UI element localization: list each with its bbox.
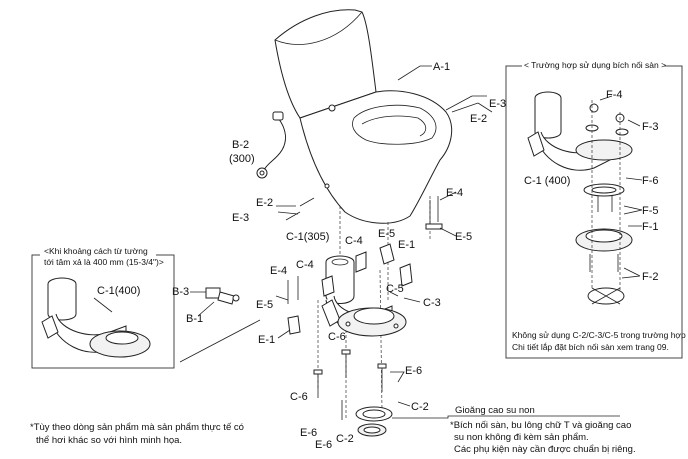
label-c6-b: C-6 — [290, 391, 308, 403]
label-b3: B-3 — [172, 286, 189, 298]
label-f6: F-6 — [642, 175, 659, 187]
label-e6-c: E-6 — [315, 439, 332, 451]
label-e1-left: E-1 — [258, 334, 275, 346]
c4-part-left — [321, 275, 335, 297]
label-c1-400-left: C-1(400) — [97, 285, 140, 297]
left-inset-line1: <Khi khoảng cách từ tường — [44, 246, 148, 256]
gasket-rings — [355, 406, 393, 437]
lower-bolts — [313, 349, 387, 420]
c5-c3-leaders — [389, 291, 421, 303]
right-inset-note2: Chi tiết lắp đặt bích nối sàn xem trang … — [512, 342, 669, 352]
left-inset — [31, 246, 175, 369]
label-c1-400-right: C-1 (400) — [524, 175, 570, 187]
right-inset-title: < Trường hợp sử dụng bích nối sàn > — [524, 60, 666, 70]
label-e3-top: E-3 — [489, 98, 506, 110]
label-b2-length: (300) — [229, 153, 255, 165]
gasket-note-title: Gioăng cao su non — [455, 405, 535, 416]
right-inset — [505, 58, 683, 359]
label-b1: B-1 — [186, 313, 203, 325]
label-f4: F-4 — [606, 89, 623, 101]
label-a1: A-1 — [433, 61, 450, 73]
label-e4-left: E-4 — [270, 265, 287, 277]
label-f2: F-2 — [642, 271, 659, 283]
label-e5-mid: E-5 — [378, 228, 395, 240]
label-f3: F-3 — [642, 121, 659, 133]
top-screws — [445, 95, 479, 113]
label-e6-b: E-6 — [300, 427, 317, 439]
flexible-hose — [256, 111, 286, 179]
label-f1: F-1 — [642, 221, 659, 233]
mid-bracket — [379, 243, 395, 265]
gasket-note-line3: Các phụ kiện này cần được chuẩn bị riêng… — [454, 444, 636, 454]
flange-adapter-parts — [575, 103, 633, 305]
floor-flange-main — [337, 307, 407, 337]
toilet-body — [274, 9, 453, 224]
label-c5: C-5 — [386, 283, 404, 295]
label-e5-left: E-5 — [256, 299, 273, 311]
gasket-leader — [392, 415, 620, 419]
valve-pointer-line — [179, 319, 261, 363]
label-c2-b: C-2 — [336, 433, 354, 445]
label-c4-a: C-4 — [296, 259, 314, 271]
label-c4-b: C-4 — [345, 235, 363, 247]
gasket-note-line2: su non không đi kèm sản phẩm. — [454, 432, 589, 443]
right-inset-note1: Không sử dụng C-2/C-3/C-5 trong trường h… — [512, 330, 688, 340]
label-b2: B-2 — [232, 139, 249, 151]
label-f5: F-5 — [642, 205, 659, 217]
label-e5-right: E-5 — [455, 231, 472, 243]
label-c1-305: C-1(305) — [286, 231, 329, 243]
c4-part-top — [355, 251, 367, 273]
label-e2-left: E-2 — [256, 197, 273, 209]
gasket-note-line1: *Bích nối sàn, bu lông chữ T và gioăng c… — [450, 420, 631, 431]
label-c3: C-3 — [423, 297, 441, 309]
pipe-400-right — [527, 91, 611, 171]
label-c6-a: C-6 — [328, 331, 346, 343]
pipe-400-left — [41, 277, 151, 358]
label-c2-a: C-2 — [411, 401, 429, 413]
left-screws — [276, 197, 315, 215]
right-bolts — [425, 196, 443, 230]
footnote-line2: thể hơi khác so với hình minh họa. — [36, 435, 182, 446]
label-e2-top: E-2 — [470, 113, 487, 125]
label-e1-mid: E-1 — [398, 239, 415, 251]
label-e4-right: E-4 — [446, 187, 463, 199]
label-e6-a: E-6 — [405, 365, 422, 377]
footnote-line1: *Tùy theo dòng sản phẩm mà sản phẩm thực… — [30, 422, 244, 433]
left-inset-line2: tới tâm xả là 400 mm (15-3/4")> — [44, 257, 164, 267]
angle-valve — [205, 287, 240, 305]
left-bolts — [287, 276, 301, 335]
a1-leader — [397, 65, 432, 81]
label-e3-left: E-3 — [232, 212, 249, 224]
